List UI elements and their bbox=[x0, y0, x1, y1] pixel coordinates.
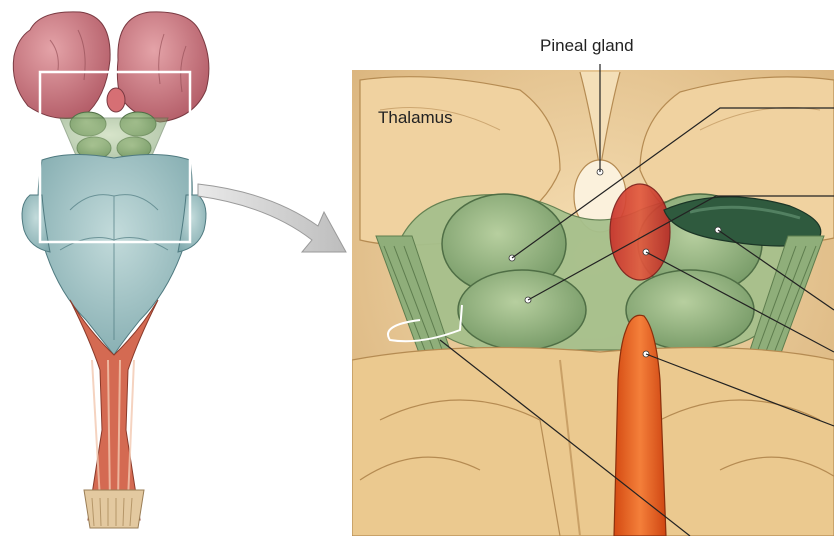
small-brain-overview bbox=[13, 12, 209, 528]
small-peduncles bbox=[38, 154, 192, 355]
left-hemisphere bbox=[13, 12, 110, 119]
small-pineal bbox=[107, 88, 125, 112]
red-highlight bbox=[610, 184, 670, 280]
zoom-arrow bbox=[198, 184, 346, 252]
thalamus-label: Thalamus bbox=[378, 108, 453, 128]
inferior-colliculus-left bbox=[458, 270, 586, 350]
zoomed-midbrain bbox=[352, 64, 834, 536]
right-hemisphere bbox=[117, 12, 209, 122]
pineal-gland-label: Pineal gland bbox=[540, 36, 634, 56]
small-colliculi bbox=[60, 112, 168, 160]
